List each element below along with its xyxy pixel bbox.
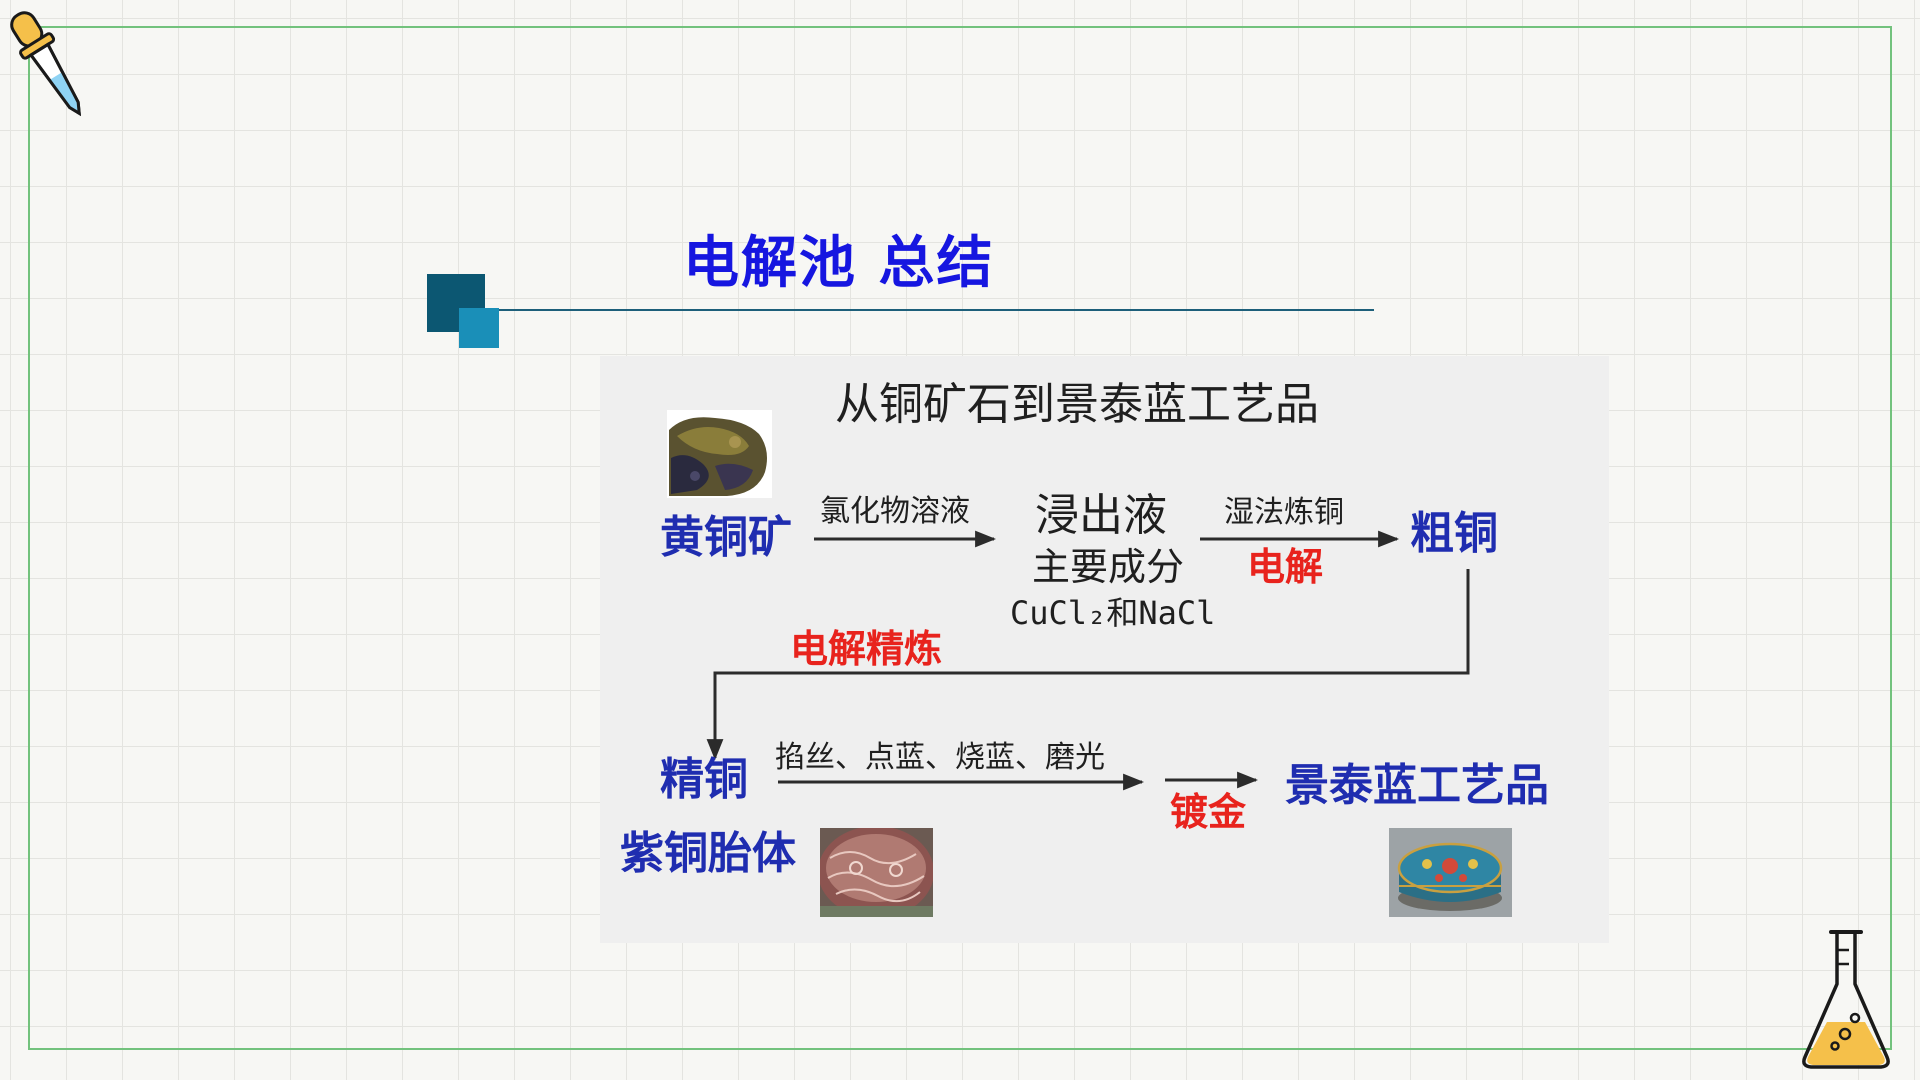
node-refined-copper: 精铜 — [660, 754, 748, 805]
label-chloride-solution: 氯化物溶液 — [820, 494, 970, 529]
chalcopyrite-ore-image — [667, 410, 772, 498]
slide-title: 电解池 总结 — [683, 231, 995, 296]
label-main-component: 主要成分 — [1032, 545, 1185, 589]
label-electrorefining: 电解精炼 — [790, 627, 943, 671]
slide-frame — [28, 26, 1892, 1050]
label-electrolysis: 电解 — [1247, 545, 1324, 589]
node-copper-body: 紫铜胎体 — [620, 828, 796, 879]
dropper-icon — [10, 11, 81, 117]
node-leachate: 浸出液 — [1035, 490, 1167, 541]
node-chalcopyrite: 黄铜矿 — [660, 512, 792, 563]
cloisonne-box-image — [1389, 828, 1512, 917]
node-crude-copper: 粗铜 — [1410, 508, 1498, 559]
arrow-electrorefining — [706, 569, 1470, 761]
title-underline — [499, 309, 1374, 311]
accent-square-light — [459, 308, 499, 348]
label-process-steps: 掐丝、点蓝、烧蓝、磨光 — [775, 740, 1105, 775]
process-diagram: 从铜矿石到景泰蓝工艺品 黄铜矿 氯化物溶液 浸出液 主要成分 CuCl₂和NaC… — [600, 356, 1609, 943]
diagram-arrows — [706, 530, 1470, 791]
diagram-heading: 从铜矿石到景泰蓝工艺品 — [835, 379, 1319, 430]
flask-icon — [1802, 930, 1890, 1069]
node-cloisonne: 景泰蓝工艺品 — [1285, 760, 1549, 811]
label-gilding: 镀金 — [1170, 790, 1247, 834]
copper-body-image — [820, 828, 933, 917]
label-wet-smelting: 湿法炼铜 — [1224, 495, 1344, 530]
label-main-component-formula: CuCl₂和NaCl — [1010, 594, 1216, 632]
